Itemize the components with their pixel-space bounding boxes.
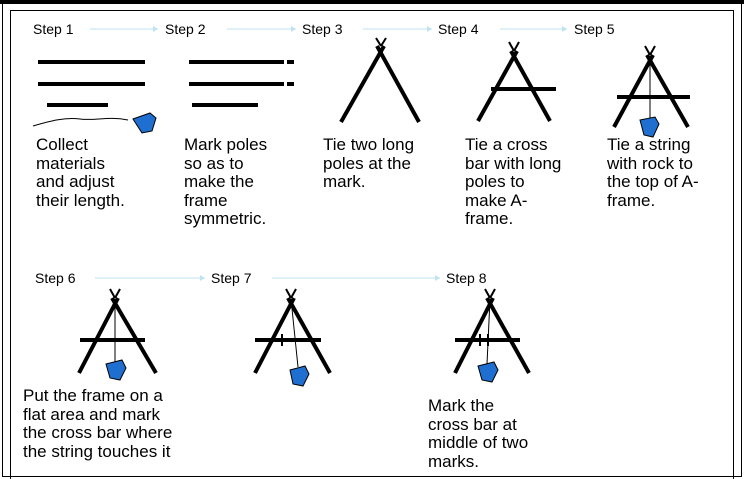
step7-a-frame bbox=[253, 297, 332, 374]
step1-rock-icon bbox=[132, 112, 157, 134]
step-6-label: Step 6 bbox=[35, 270, 76, 286]
step7-rock-icon bbox=[289, 365, 310, 387]
step5-a-frame bbox=[612, 54, 690, 128]
step1-string bbox=[32, 117, 129, 127]
step3-tied-poles bbox=[339, 45, 421, 123]
inner-frame bbox=[10, 10, 734, 479]
step-2-label: Step 2 bbox=[165, 21, 206, 37]
step-5-label: Step 5 bbox=[574, 21, 615, 37]
step8-a-frame bbox=[453, 297, 531, 374]
step6-a-frame bbox=[77, 296, 158, 375]
step-4-label: Step 4 bbox=[438, 21, 479, 37]
step1-materials bbox=[38, 60, 145, 107]
step-8-label: Step 8 bbox=[446, 270, 487, 286]
step5-rock-icon bbox=[639, 116, 660, 138]
step4-a-frame bbox=[476, 50, 556, 122]
step-1-label: Step 1 bbox=[33, 21, 74, 37]
step-3-label: Step 3 bbox=[302, 21, 343, 37]
step6-rock-icon bbox=[105, 359, 127, 381]
step8-rock-icon bbox=[477, 361, 499, 383]
step-7-label: Step 7 bbox=[211, 270, 252, 286]
step2-poles bbox=[189, 60, 294, 107]
